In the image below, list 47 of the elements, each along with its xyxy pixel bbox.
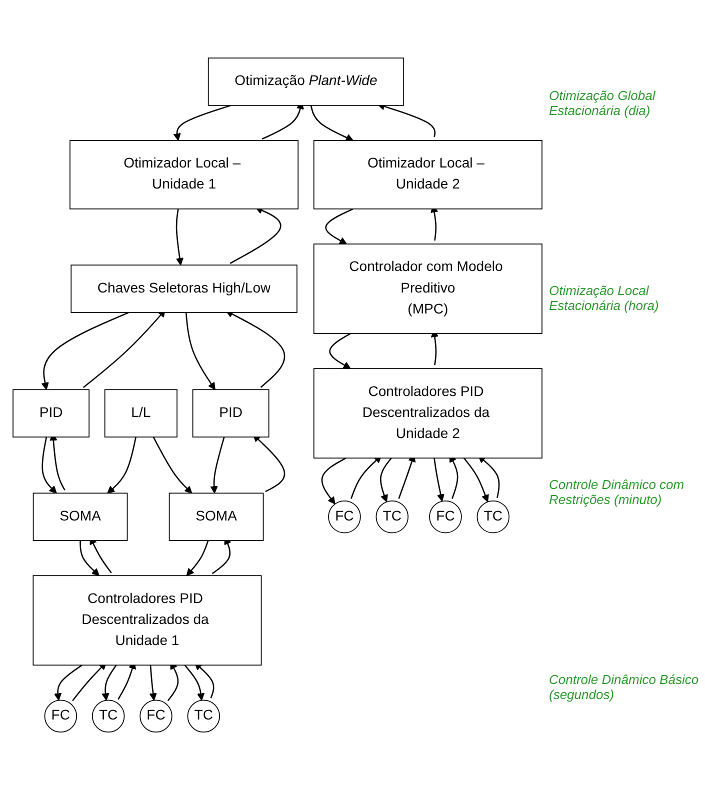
node-box: SOMA (32, 492, 128, 541)
arrow (184, 664, 205, 701)
node-box: SOMA (168, 492, 264, 541)
node-circle: TC (476, 500, 510, 534)
arrow (54, 664, 82, 701)
arrow (42, 436, 57, 494)
node-circle: FC (328, 500, 361, 534)
arrow (310, 105, 354, 142)
node-box: Controlador com Modelo Preditivo (MPC) (313, 244, 542, 334)
arrow (186, 540, 209, 576)
node-circle: FC (140, 700, 172, 732)
arrow (107, 436, 137, 494)
arrow (463, 458, 489, 502)
node-circle: FC (429, 500, 462, 534)
arrow (380, 458, 392, 502)
node-box: Chaves Seletoras High/Low (70, 264, 298, 313)
arrow (321, 457, 346, 504)
node-box: PID (12, 389, 90, 438)
level-note: Otimização Local Estacionária (hora) (549, 282, 660, 313)
arrow (173, 104, 232, 141)
arrow (329, 332, 351, 369)
node-box: Otimizador Local – Unidade 1 (70, 140, 299, 210)
arrow (226, 310, 286, 388)
node-box: Controladores PID Descentralizados da Unidade 1 (32, 575, 262, 666)
level-note: Controle Dinâmico com Restrições (minuto) (549, 477, 686, 508)
arrow (325, 208, 354, 244)
arrow (230, 206, 282, 264)
node-box: Controladores PID Descentralizados da Unidade 2 (313, 368, 542, 458)
node-circle: TC (92, 700, 125, 732)
arrow (434, 458, 444, 502)
arrow (149, 665, 157, 701)
node-circle: TC (187, 700, 220, 732)
level-note: Otimização Global Estacionária (dia) (549, 88, 656, 118)
arrow (41, 312, 130, 390)
arrow (80, 540, 100, 576)
node-box: L/L (104, 389, 178, 438)
node-circle: FC (44, 700, 78, 732)
arrow (185, 312, 216, 390)
arrow (102, 664, 117, 701)
level-note: Controle Dinâmico Básico (segundos) (549, 672, 699, 702)
node-box: Otimização Plant-Wide (208, 58, 404, 106)
node-box: Otimizador Local – Unidade 2 (313, 140, 542, 210)
arrow (210, 436, 225, 494)
node-circle: TC (376, 500, 408, 534)
arrow (152, 436, 192, 494)
node-box: PID (192, 389, 270, 438)
arrow (176, 208, 184, 266)
